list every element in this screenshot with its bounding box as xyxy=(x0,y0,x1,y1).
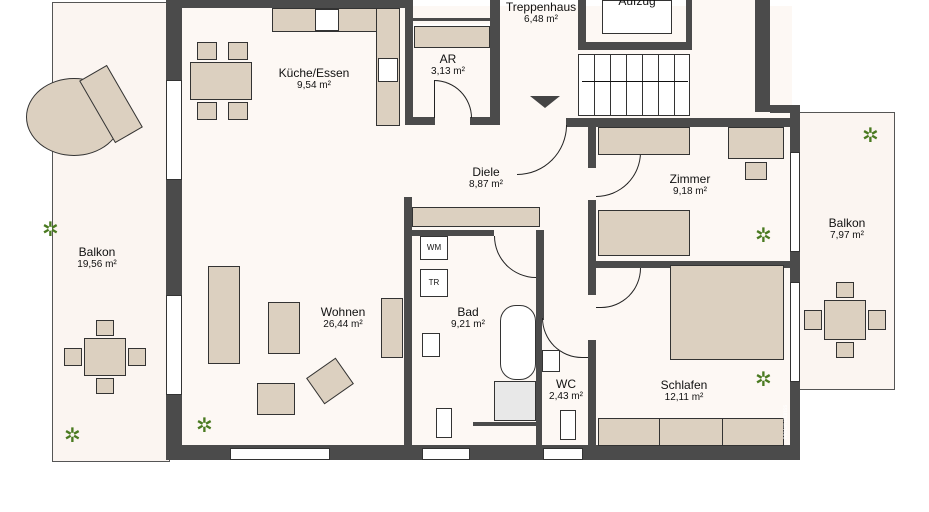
stairs xyxy=(578,54,690,116)
window xyxy=(166,295,182,395)
toilet xyxy=(436,408,452,438)
stairs-arrow xyxy=(582,81,688,82)
desk xyxy=(728,127,784,159)
chair xyxy=(804,310,822,330)
shower xyxy=(494,381,536,421)
wall xyxy=(588,261,792,268)
wall xyxy=(536,230,544,320)
chair xyxy=(228,42,248,60)
wall xyxy=(470,117,500,125)
tv-cabinet xyxy=(381,298,403,358)
elevator-label: Aufzug xyxy=(618,0,656,8)
toilet xyxy=(560,410,576,440)
wall xyxy=(770,105,800,113)
chair xyxy=(745,162,767,180)
washer xyxy=(420,236,448,260)
wall xyxy=(166,0,410,8)
chair xyxy=(836,342,854,358)
wall xyxy=(588,118,596,168)
sink xyxy=(542,350,560,372)
chair xyxy=(197,102,217,120)
wardrobe xyxy=(598,418,784,446)
sink xyxy=(422,333,440,357)
wall xyxy=(473,422,538,426)
chair xyxy=(64,348,82,366)
chair xyxy=(836,282,854,298)
plant-icon: ✲ xyxy=(196,415,213,437)
dryer-label: TR xyxy=(428,278,440,287)
chair xyxy=(197,42,217,60)
chair xyxy=(228,102,248,120)
plant-icon: ✲ xyxy=(862,125,879,147)
plant-icon: ✲ xyxy=(64,425,81,447)
window xyxy=(230,448,330,460)
dryer xyxy=(420,269,448,297)
wall xyxy=(490,0,500,125)
washer-label: WM xyxy=(426,243,442,252)
window xyxy=(543,448,583,460)
window xyxy=(166,80,182,180)
armchair xyxy=(257,383,295,415)
dining-table xyxy=(190,62,252,100)
wall xyxy=(405,117,435,125)
elevator xyxy=(602,0,672,34)
wall xyxy=(578,0,586,50)
plant-icon: ✲ xyxy=(755,225,772,247)
wall xyxy=(588,340,596,450)
wall xyxy=(536,318,542,448)
chair xyxy=(868,310,886,330)
plant-icon: ✲ xyxy=(755,369,772,391)
sink xyxy=(378,58,398,82)
wall xyxy=(405,0,413,125)
wall xyxy=(566,118,800,127)
wall xyxy=(588,200,596,295)
ar-shelf xyxy=(414,26,490,48)
shelf xyxy=(598,127,690,155)
balcony-table xyxy=(824,300,866,340)
stove xyxy=(315,9,339,31)
wall xyxy=(404,197,412,449)
coffee-table xyxy=(268,302,300,354)
window xyxy=(422,448,470,460)
wall xyxy=(755,0,770,112)
chair xyxy=(96,378,114,394)
chair xyxy=(128,348,146,366)
bed xyxy=(598,210,690,256)
wall xyxy=(404,230,494,236)
window xyxy=(790,282,800,382)
plant-icon: ✲ xyxy=(42,219,59,241)
wall xyxy=(578,42,690,50)
bathtub xyxy=(500,305,536,380)
entrance-arrow-icon xyxy=(530,96,560,108)
watermark: MoGrundriss xyxy=(783,404,789,440)
double-bed xyxy=(670,265,784,360)
wall xyxy=(413,18,490,21)
hall-cabinet xyxy=(412,207,540,227)
wall xyxy=(686,0,692,50)
window xyxy=(790,152,800,252)
chair xyxy=(96,320,114,336)
balcony-table xyxy=(84,338,126,376)
sofa xyxy=(208,266,240,364)
floor-upper-right xyxy=(690,0,760,112)
